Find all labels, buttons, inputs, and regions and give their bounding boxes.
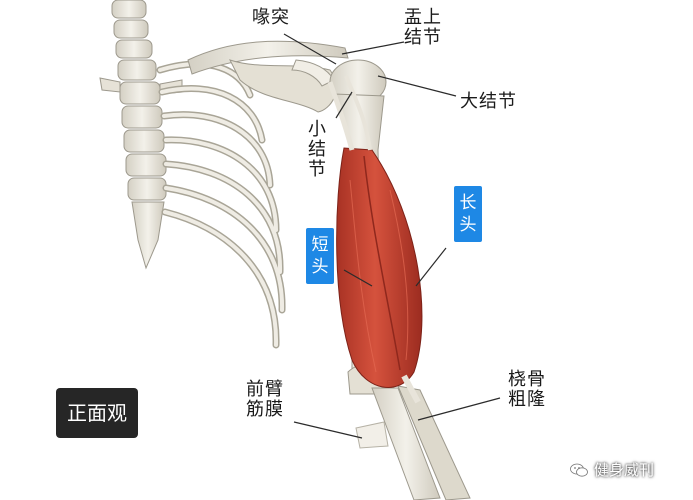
label-greater-tubercle: 大结节: [460, 91, 517, 112]
aponeurosis-sheet: [355, 421, 389, 449]
wechat-icon: [570, 463, 588, 477]
label-coracoid: 喙突: [252, 7, 290, 28]
biceps-muscle: [327, 75, 423, 404]
label-aponeurosis: 前臂筋膜: [246, 379, 284, 420]
badge-short-head: 短头: [306, 228, 334, 284]
front-view-button: 正面观: [56, 388, 138, 438]
watermark-text: 健身威刊: [594, 461, 655, 479]
watermark: 健身威刊: [570, 458, 654, 482]
badge-long-head: 长头: [454, 186, 482, 242]
label-lesser-tubercle: 小结节: [308, 119, 327, 180]
leader-lines: [283, 33, 501, 439]
label-radial-tuberosity: 桡骨粗隆: [508, 369, 546, 410]
shoulder-girdle: [187, 40, 349, 113]
label-supraglenoid: 盂上结节: [404, 7, 442, 48]
spine: [99, 0, 183, 270]
